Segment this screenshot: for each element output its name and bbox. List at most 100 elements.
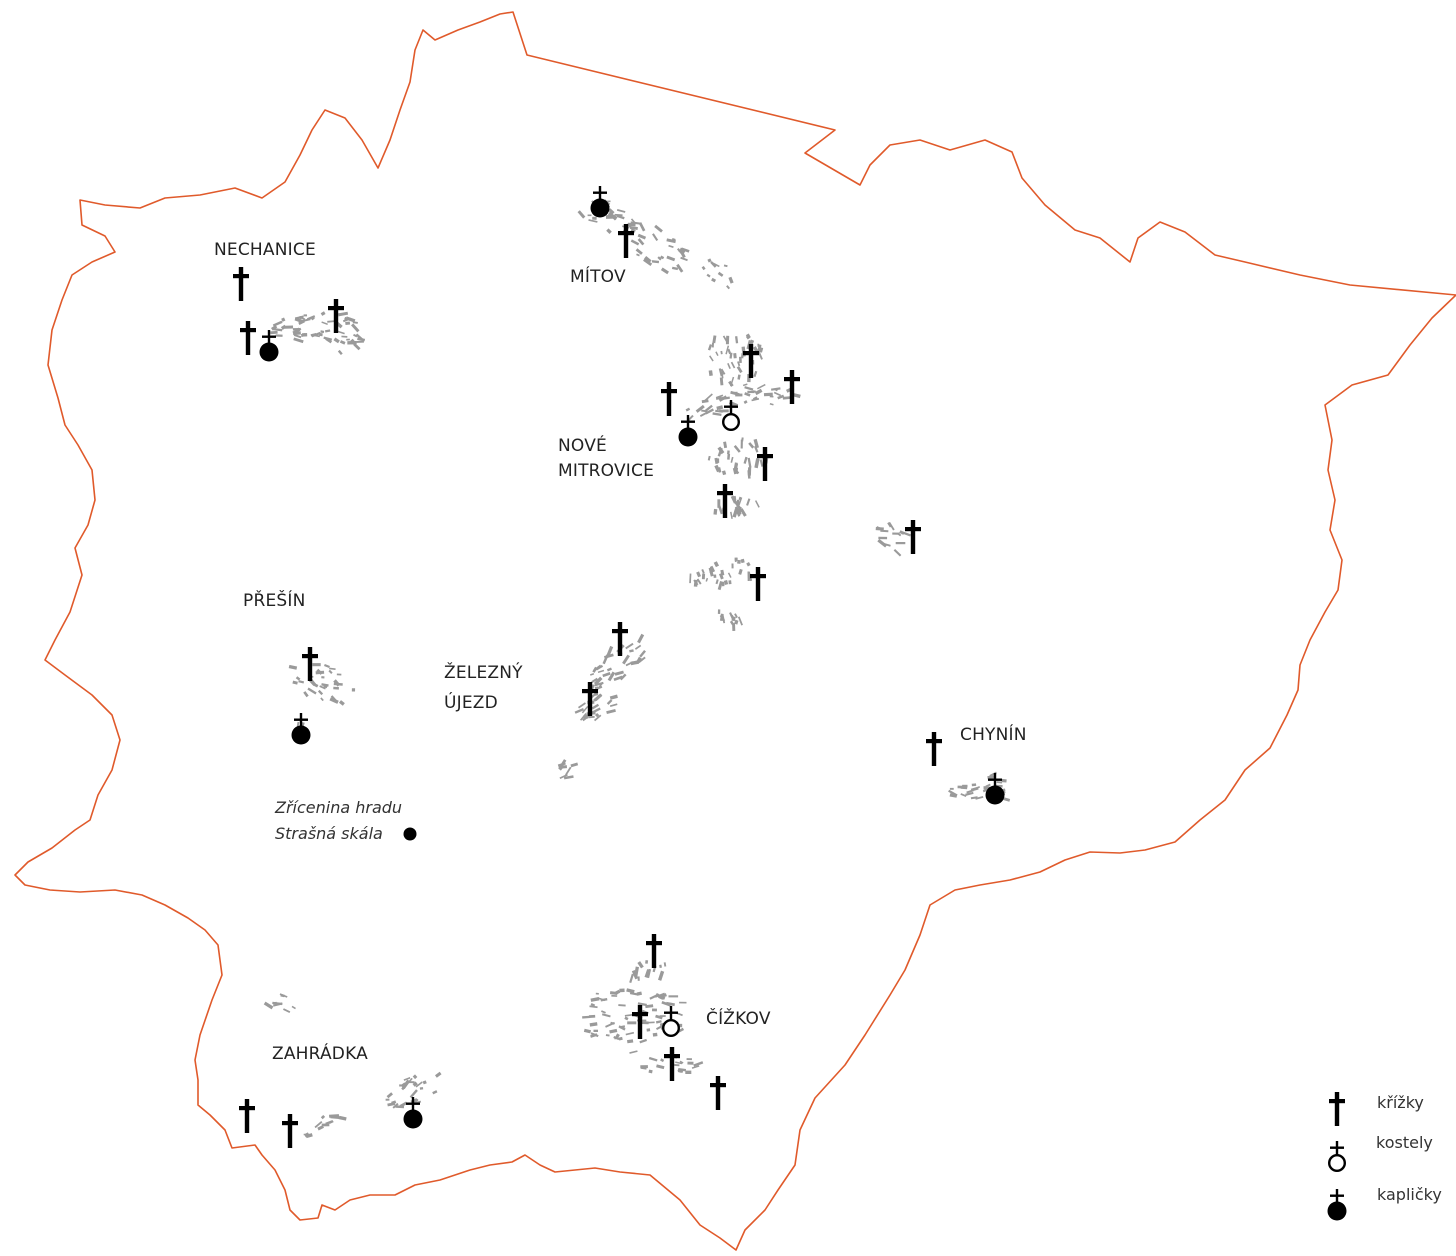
building-footprint — [644, 255, 652, 263]
building-footprint — [272, 1001, 283, 1006]
building-footprint — [403, 1076, 411, 1081]
building-footprint — [782, 396, 791, 400]
building-footprint — [630, 239, 640, 246]
building-footprint — [668, 244, 674, 249]
building-footprint — [321, 321, 328, 325]
building-footprint — [725, 335, 730, 345]
building-footprint — [619, 1025, 626, 1029]
building-footprint — [595, 712, 600, 718]
building-footprint — [328, 1114, 340, 1118]
building-footprint — [606, 667, 612, 672]
building-footprint — [637, 238, 645, 246]
building-footprint — [971, 783, 977, 787]
building-footprint — [655, 992, 665, 998]
building-footprint — [339, 340, 346, 345]
building-footprint — [321, 676, 325, 679]
building-footprint — [635, 248, 643, 255]
building-footprint — [323, 684, 328, 689]
building-footprint — [600, 1010, 606, 1014]
building-footprint — [727, 453, 731, 460]
legend-label-chapels: kapličky — [1377, 1185, 1442, 1204]
building-footprint — [740, 558, 745, 564]
building-footprint — [741, 437, 744, 442]
cross-icon — [757, 447, 773, 481]
building-footprint — [753, 370, 758, 378]
building-footprint — [406, 1081, 415, 1084]
building-footprint — [320, 697, 324, 702]
building-footprint — [742, 383, 748, 387]
building-footprint — [717, 446, 725, 455]
building-footprint — [614, 213, 623, 217]
building-footprint — [636, 253, 640, 257]
building-footprint — [618, 1036, 623, 1041]
building-footprint — [651, 260, 660, 264]
building-footprint — [876, 526, 882, 530]
building-footprint — [657, 256, 662, 261]
building-footprint — [747, 467, 752, 476]
building-footprint — [735, 393, 743, 397]
building-footprint — [717, 271, 724, 277]
building-footprint — [721, 615, 726, 624]
cross-icon — [328, 299, 344, 333]
building-footprint — [720, 368, 726, 375]
building-footprint — [626, 988, 635, 994]
building-footprint — [645, 1004, 654, 1009]
building-footprint — [338, 311, 349, 317]
building-footprint — [713, 561, 720, 568]
building-footprint — [676, 263, 684, 273]
building-footprint — [385, 1098, 390, 1101]
building-footprint — [705, 404, 713, 412]
building-footprint — [333, 686, 339, 690]
building-footprint — [559, 773, 568, 780]
building-footprint — [715, 394, 724, 399]
building-footprint — [354, 340, 364, 343]
building-footprint — [311, 331, 321, 338]
chapel-icon — [678, 415, 698, 447]
building-footprint — [588, 715, 595, 719]
building-footprint — [641, 1021, 649, 1025]
building-footprint — [582, 1015, 591, 1019]
building-footprint — [719, 377, 724, 386]
building-footprint — [739, 356, 742, 363]
castle-ruin-marker — [403, 827, 417, 841]
cross-icon — [750, 567, 766, 601]
village-label-nove-mitrovice-line1: NOVÉ — [558, 436, 607, 456]
building-footprint — [707, 258, 712, 263]
building-footprint — [730, 361, 736, 369]
cross-icon — [664, 1047, 680, 1081]
building-footprint — [316, 668, 323, 675]
building-footprint — [293, 334, 302, 339]
building-footprint — [728, 380, 734, 387]
building-footprint — [710, 261, 717, 268]
building-footprint — [737, 374, 741, 380]
building-footprint — [718, 396, 723, 400]
building-footprint — [415, 1081, 423, 1088]
building-footprint — [295, 676, 301, 681]
building-footprint — [713, 574, 717, 578]
building-footprint — [721, 581, 725, 587]
building-footprint — [640, 1065, 647, 1070]
building-footprint — [708, 370, 713, 377]
building-footprint — [592, 216, 597, 220]
building-footprint — [712, 262, 720, 268]
building-footprint — [723, 580, 729, 585]
building-footprint — [401, 1082, 407, 1087]
building-footprint — [594, 714, 602, 722]
village-label-cizkov: ČÍŽKOV — [706, 1009, 771, 1029]
building-footprint — [657, 970, 665, 981]
building-footprint — [897, 532, 902, 537]
village-label-nove-mitrovice-line2: MITROVICE — [558, 461, 655, 481]
building-footprint — [739, 508, 747, 517]
building-footprint — [727, 572, 732, 578]
cross-icon — [661, 382, 677, 416]
building-footprint — [313, 683, 319, 688]
building-footprint — [996, 781, 1003, 784]
building-footprint — [659, 1015, 666, 1017]
building-footprint — [693, 1061, 704, 1067]
building-footprint — [609, 991, 618, 995]
building-footprint — [668, 995, 679, 998]
building-footprint — [307, 687, 317, 695]
building-footprint — [412, 1074, 418, 1080]
